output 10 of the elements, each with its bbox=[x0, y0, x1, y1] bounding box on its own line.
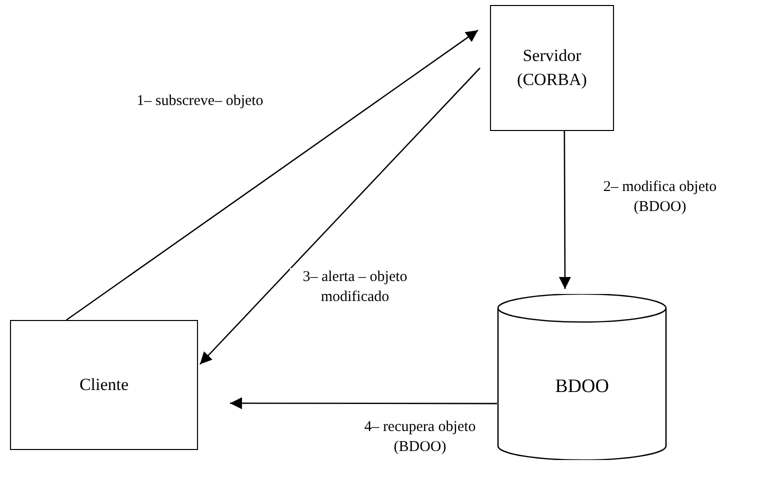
arrow bbox=[558, 131, 571, 289]
node-label: Servidor (CORBA) bbox=[516, 45, 588, 91]
arrow bbox=[66, 30, 478, 321]
process-box bbox=[490, 5, 614, 131]
arrow bbox=[200, 68, 480, 365]
process-box bbox=[10, 320, 198, 450]
arrow bbox=[230, 397, 497, 410]
database-cylinder bbox=[497, 294, 667, 460]
node-label: Cliente bbox=[79, 374, 129, 396]
node-label: BDOO bbox=[555, 374, 609, 399]
